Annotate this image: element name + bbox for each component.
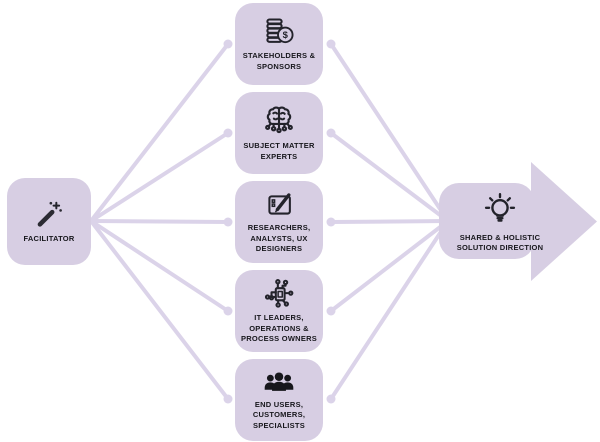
label-line: SHARED & HOLISTIC: [459, 232, 541, 242]
label-line: IT LEADERS,: [254, 313, 304, 323]
magic-wand-icon: [37, 202, 62, 227]
group-label: RESEARCHERS, ANALYSTS, UX DESIGNERS: [248, 223, 311, 255]
coins-dollar-icon: $: [265, 18, 294, 44]
label-line: PROCESS OWNERS: [240, 334, 317, 344]
label-line: SPECIALISTS: [253, 420, 305, 430]
label-line: STAKEHOLDERS &: [242, 51, 316, 60]
outcome-fan-lines: [329, 42, 450, 401]
label-line: END USERS,: [254, 399, 304, 409]
facilitator-fan-lines: [89, 42, 230, 401]
svg-text:$: $: [282, 29, 288, 40]
label-line: RESEARCHERS,: [247, 223, 311, 233]
group-box-subject-matter-experts: SUBJECT MATTER EXPERTS: [235, 92, 323, 174]
group-box-researchers-analysts-ux: RESEARCHERS, ANALYSTS, UX DESIGNERS: [235, 181, 323, 263]
label-line: CUSTOMERS,: [252, 410, 306, 420]
group-box-stakeholders-sponsors: $ STAKEHOLDERS & SPONSORS: [235, 3, 323, 85]
label-line: OPERATIONS &: [249, 323, 309, 333]
ai-brain-icon: [265, 106, 293, 134]
group-label: STAKEHOLDERS & SPONSORS: [243, 51, 316, 72]
group-box-end-users-customers: END USERS, CUSTOMERS, SPECIALISTS: [235, 359, 323, 441]
facilitator-box: FACILITATOR: [7, 178, 91, 265]
outcome-label: SHARED & HOLISTIC SOLUTION DIRECTION: [457, 233, 544, 254]
group-box-it-leaders-operations: IT LEADERS, OPERATIONS & PROCESS OWNERS: [235, 270, 323, 352]
outcome-arrow-content: SHARED & HOLISTIC SOLUTION DIRECTION: [441, 186, 559, 258]
drawing-tablet-icon: [267, 193, 291, 215]
outcome-arrow-shape: [439, 162, 597, 281]
group-label: END USERS, CUSTOMERS, SPECIALISTS: [253, 400, 305, 432]
circuit-chip-icon: [264, 279, 293, 308]
connector-dots: [223, 39, 336, 404]
group-label: IT LEADERS, OPERATIONS & PROCESS OWNERS: [241, 313, 317, 345]
label-line: SPONSORS: [256, 61, 302, 71]
group-label: SUBJECT MATTER EXPERTS: [243, 141, 314, 162]
label-line: DESIGNERS: [255, 244, 303, 254]
label-line: ANALYSTS, UX: [250, 233, 308, 243]
label-line: SUBJECT MATTER: [243, 141, 315, 150]
lightbulb-icon: [484, 192, 516, 222]
label-line: EXPERTS: [260, 151, 298, 161]
facilitator-label: FACILITATOR: [23, 234, 75, 244]
people-group-icon: [264, 372, 294, 391]
label-line: SOLUTION DIRECTION: [456, 243, 544, 252]
